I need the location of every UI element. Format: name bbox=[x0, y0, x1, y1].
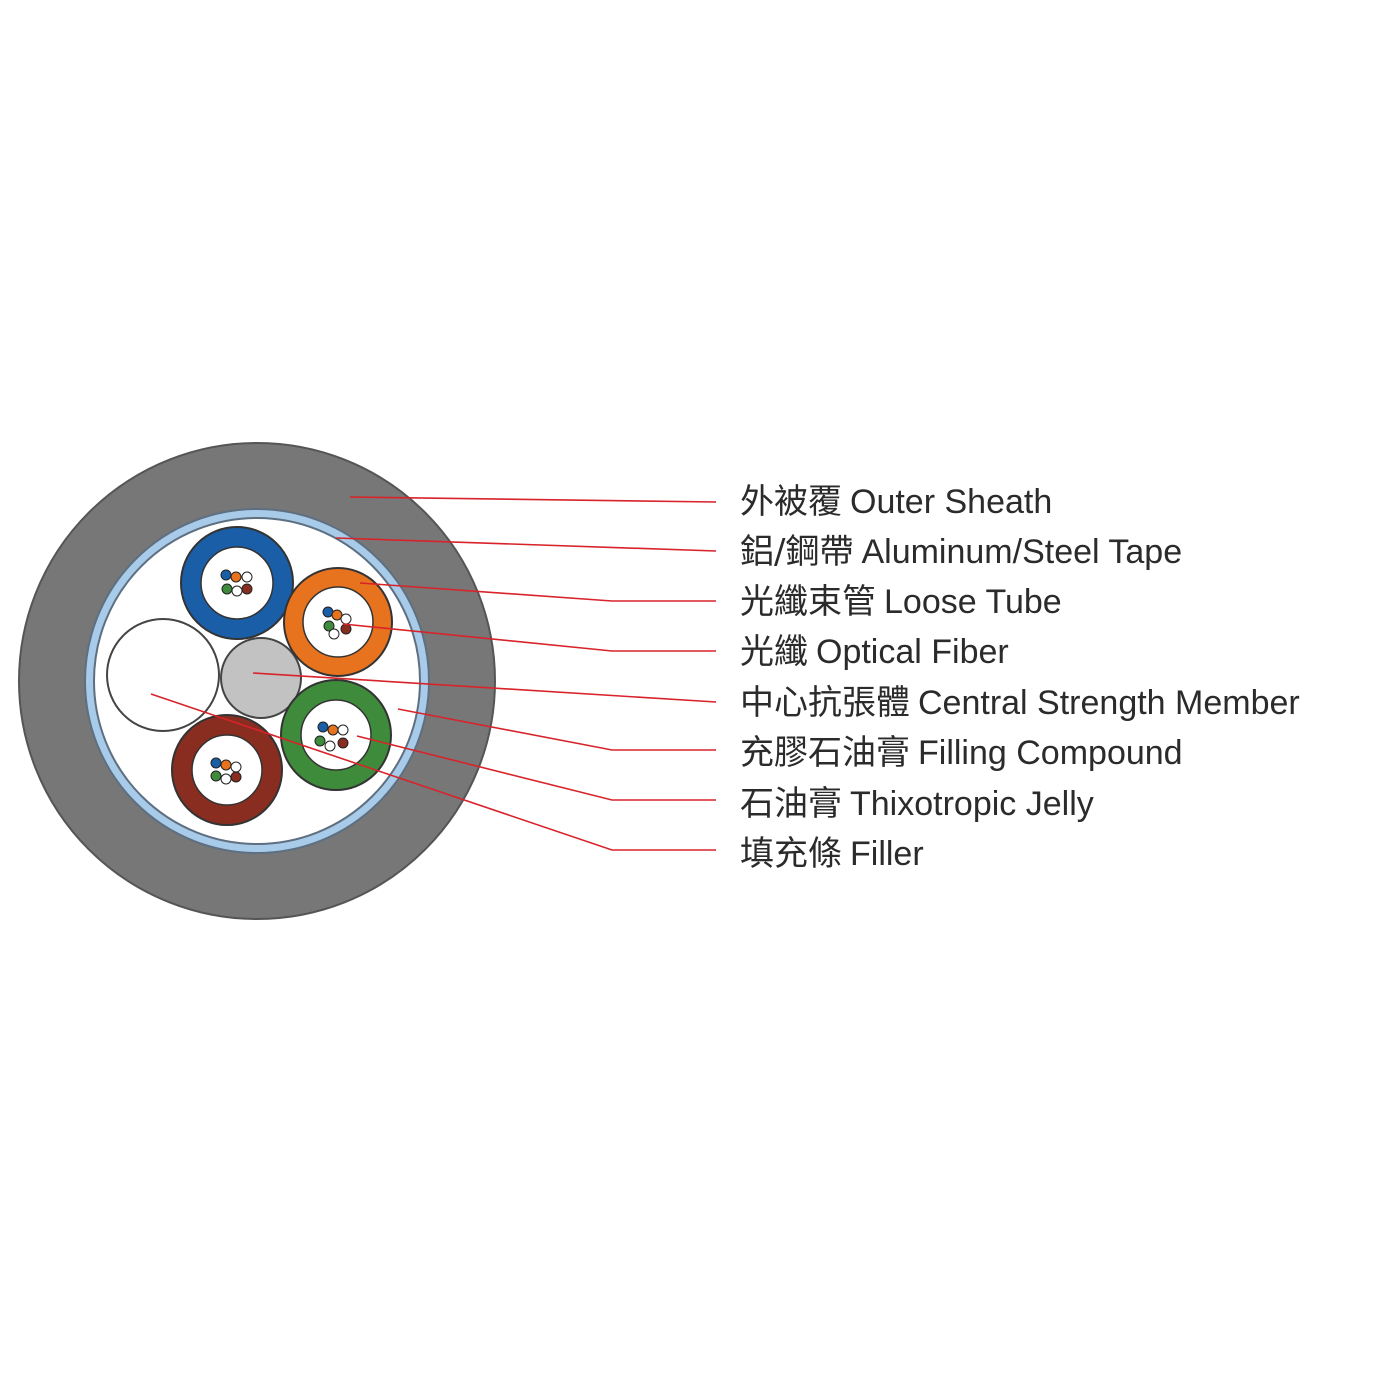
callout-zh: 填充條 bbox=[740, 834, 842, 874]
leader-line-filler bbox=[150, 693, 716, 851]
loose-tube-green bbox=[280, 679, 392, 791]
leader-line-tape bbox=[335, 537, 717, 552]
callout-en: Aluminum/Steel Tape bbox=[861, 533, 1183, 571]
callout-zh: 外被覆 bbox=[740, 482, 842, 522]
leader-lines bbox=[150, 496, 717, 851]
filler-rod bbox=[106, 618, 220, 732]
leader-line-jelly bbox=[356, 735, 716, 801]
callout-en: Central Strength Member bbox=[918, 684, 1300, 722]
callout-zh: 光纖 bbox=[740, 632, 808, 672]
leader-line-outer-sheath bbox=[349, 496, 717, 503]
callout-en: Loose Tube bbox=[884, 583, 1062, 621]
callout-zh: 石油膏 bbox=[740, 784, 842, 824]
central-strength-member bbox=[220, 637, 302, 719]
callout-en: Optical Fiber bbox=[816, 633, 1009, 671]
leader-line-optical-fiber bbox=[342, 623, 716, 652]
callout-en: Filler bbox=[850, 835, 924, 873]
loose-tube-orange bbox=[283, 567, 393, 677]
leader-line-loose-tube bbox=[359, 582, 716, 602]
callout-en: Outer Sheath bbox=[850, 483, 1053, 521]
optical-fiber-bundle bbox=[322, 606, 352, 640]
callout-zh: 光纖束管 bbox=[740, 582, 876, 622]
leader-line-central-member bbox=[252, 672, 717, 703]
callout-zh: 鋁/鋼帶 bbox=[740, 532, 854, 572]
optical-fiber-bundle bbox=[210, 757, 242, 785]
leader-line-filling-compound bbox=[397, 708, 716, 751]
loose-tube-blue bbox=[180, 526, 294, 640]
callout-zh: 充膠石油膏 bbox=[740, 733, 910, 773]
optical-fiber-bundle bbox=[314, 721, 349, 752]
callout-en: Filling Compound bbox=[918, 734, 1183, 772]
loose-tube-brown bbox=[171, 714, 283, 826]
callout-en: Thixotropic Jelly bbox=[850, 785, 1094, 823]
optical-fiber-bundle bbox=[220, 569, 253, 597]
callout-zh: 中心抗張體 bbox=[740, 683, 910, 723]
